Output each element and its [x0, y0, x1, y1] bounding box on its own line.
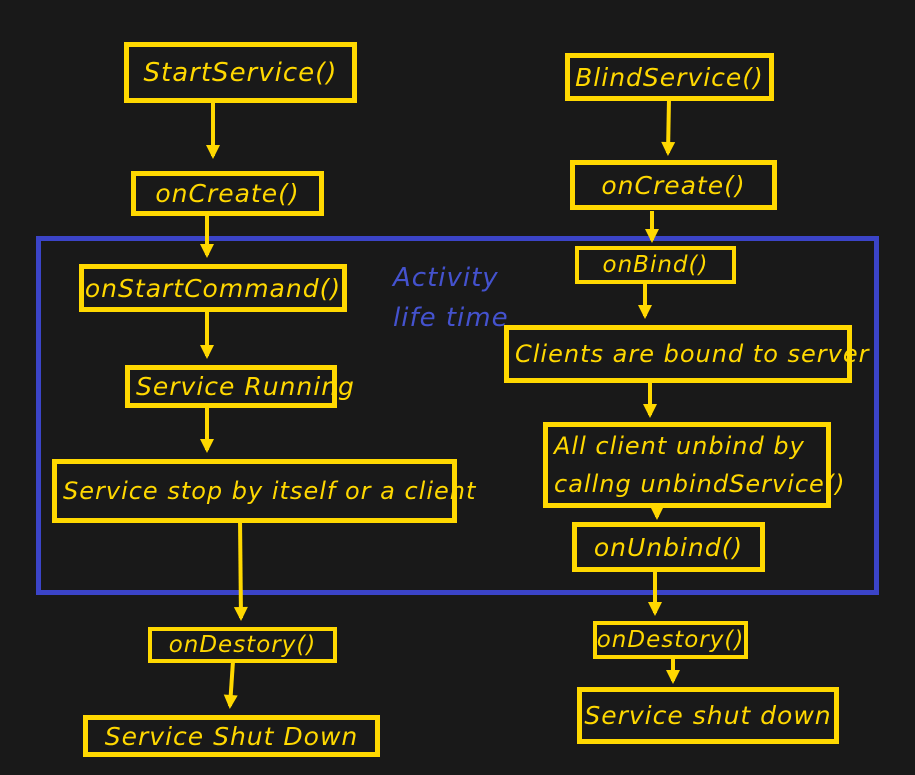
activity-lifetime-label: Activity life time	[393, 258, 533, 339]
node-onunbind: onUnbind()	[572, 522, 765, 572]
node-all-clients-unbind: All client unbind by callng unbindServic…	[543, 422, 845, 508]
node-service-stop: Service stop by itself or a client	[52, 459, 475, 523]
arrow-blindservice-to-oncreate	[661, 98, 676, 156]
arrow-ondestroy-to-shutdown-left	[223, 660, 238, 709]
node-shutdown-left: Service Shut Down	[83, 715, 380, 757]
node-ondestroy-right: onDestory()	[593, 621, 748, 659]
node-all-clients-unbind-line1: All client unbind by	[554, 431, 805, 460]
node-clients-bound: Clients are bound to server	[504, 325, 868, 383]
node-oncreate-left: onCreate()	[131, 171, 324, 216]
node-shutdown-right: Service shut down	[577, 687, 839, 744]
arrow-stop-to-ondestroy	[233, 518, 248, 621]
node-start-service: StartService()	[124, 42, 357, 103]
node-blind-service: BlindService()	[565, 53, 774, 101]
activity-lifetime-region	[36, 236, 879, 595]
activity-lifetime-label-line2: life time	[393, 303, 509, 334]
node-all-clients-unbind-line2: callng unbindService()	[554, 470, 846, 498]
node-onbind: onBind()	[575, 246, 736, 284]
node-service-running: Service Running	[125, 365, 354, 408]
activity-lifetime-label-line1: Activity	[393, 263, 499, 293]
node-ondestroy-left: onDestory()	[148, 627, 337, 663]
node-onstartcommand: onStartCommand()	[79, 264, 347, 312]
node-oncreate-right: onCreate()	[570, 160, 777, 210]
